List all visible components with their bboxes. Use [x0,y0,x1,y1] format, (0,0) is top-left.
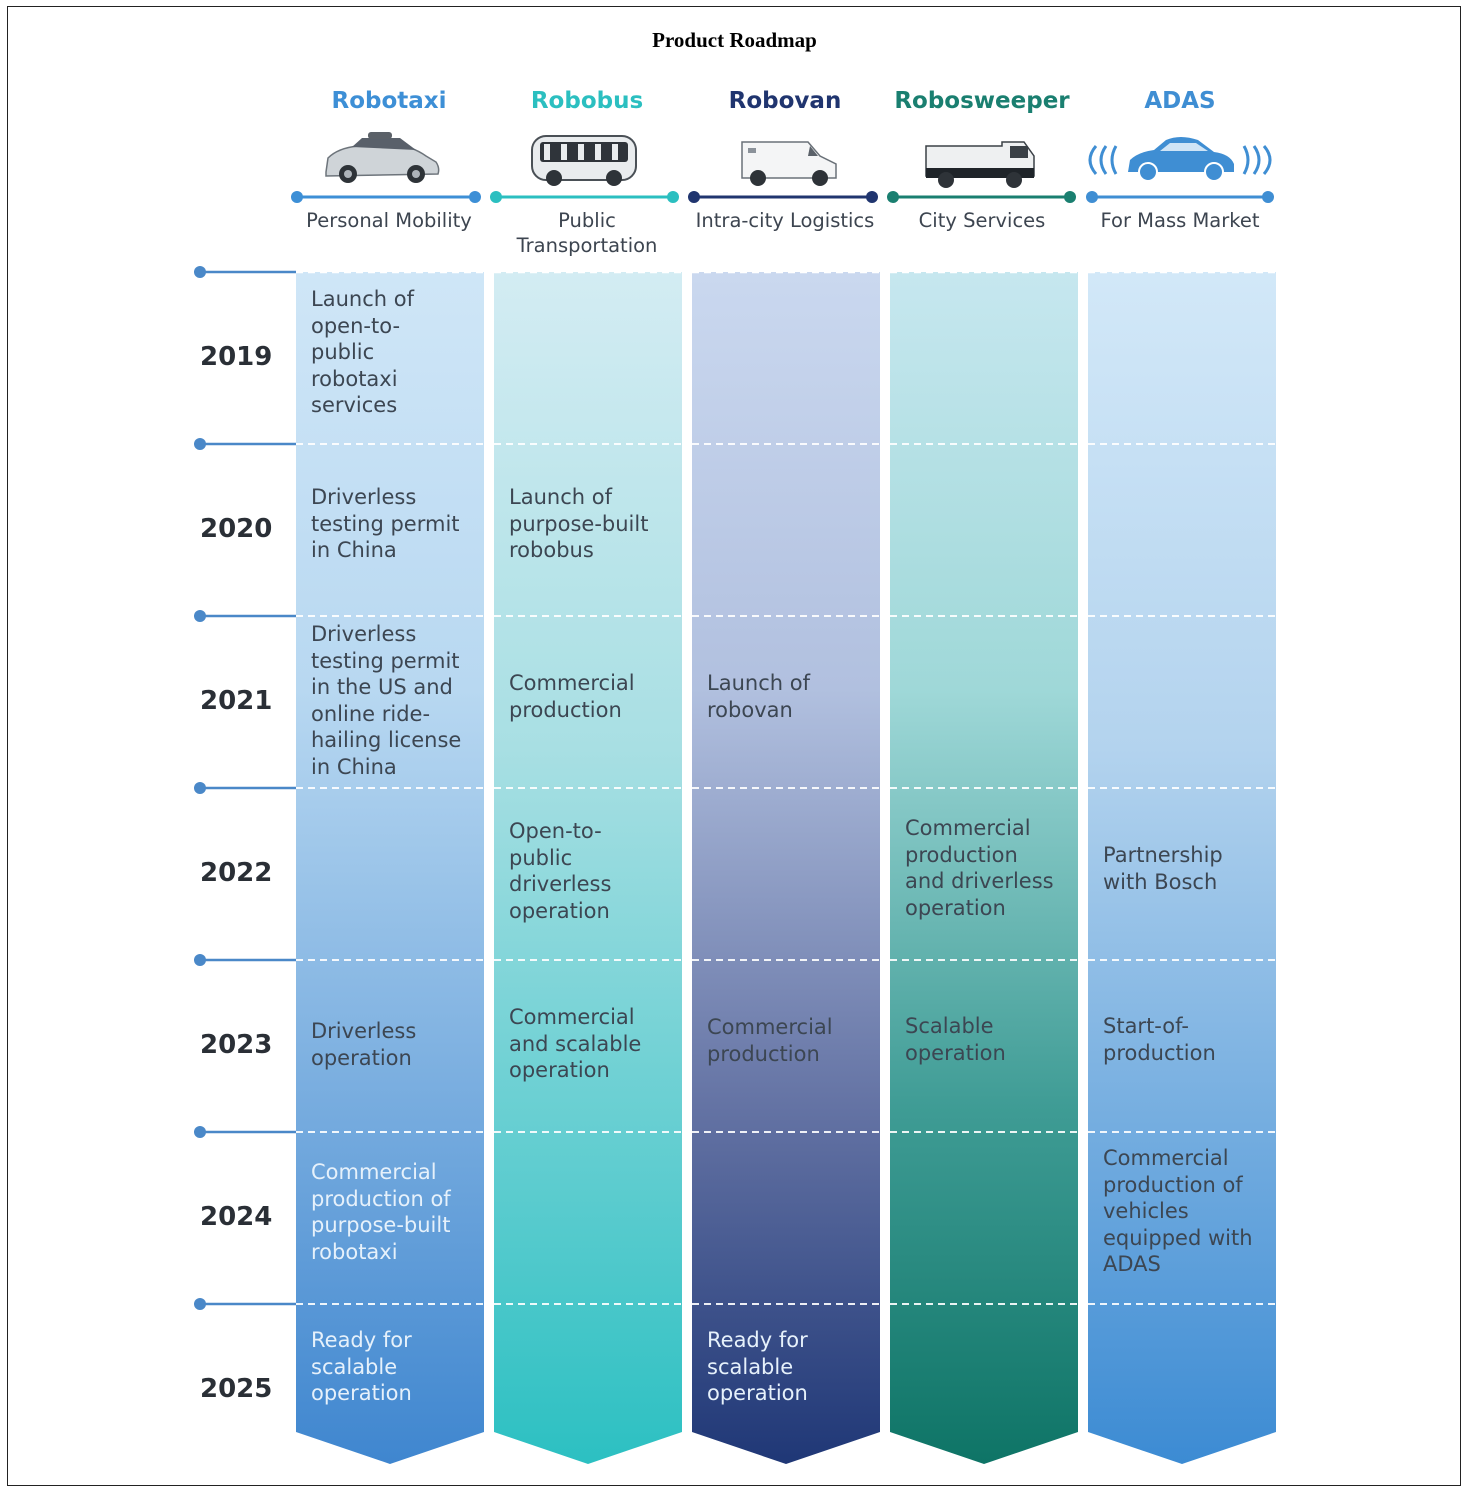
milestone-robosweeper-2023: Scalable operation [905,1014,1006,1065]
column-robobus [494,272,682,1464]
header-line-dot [469,191,481,203]
category-name-robovan: Robovan [728,88,842,114]
timeline-dot [194,1298,206,1310]
milestone-robobus-2020: Launch of purpose-built robobus [509,485,649,562]
header-line-dot [1262,191,1274,203]
year-label-2019: 2019 [200,342,273,372]
timeline-dot [194,1126,206,1138]
column-adas [1088,272,1276,1464]
year-label-2023: 2023 [200,1030,273,1060]
category-name-robobus: Robobus [530,88,644,114]
robotaxi-car-icon [325,132,440,183]
milestone-robobus-2021: Commercial production [509,671,635,722]
milestone-adas-2022: Partnership with Bosch [1103,843,1223,894]
category-name-robosweeper: Robosweeper [894,88,1070,114]
year-label-2024: 2024 [200,1202,273,1232]
timeline-dot [194,954,206,966]
milestone-robotaxi-2019: Launch of open-to- public robotaxi servi… [311,287,414,417]
timeline-dot [194,782,206,794]
header-line-dot [490,191,502,203]
category-name-adas: ADAS [1144,88,1216,114]
milestone-robotaxi-2024: Commercial production of purpose-built r… [311,1160,451,1264]
timeline-dot [194,610,206,622]
milestone-robotaxi-2025: Ready for scalable operation [311,1328,412,1405]
adas-car-signal-icon [1088,137,1272,182]
timeline-dot [194,266,206,278]
milestone-robotaxi-2021: Driverless testing permit in the US and … [311,622,462,779]
milestone-robovan-2023: Commercial production [707,1015,833,1066]
header-line-dot [688,191,700,203]
milestone-robovan-2021: Launch of robovan [707,671,810,722]
header-line-dot [1086,191,1098,203]
category-description-robosweeper: City Services [918,209,1046,232]
year-label-2025: 2025 [200,1374,273,1404]
header-line-dot [887,191,899,203]
milestone-robovan-2025: Ready for scalable operation [707,1328,808,1405]
year-label-2020: 2020 [200,514,273,544]
year-label-2022: 2022 [200,858,273,888]
milestone-robobus-2023: Commercial and scalable operation [509,1005,642,1082]
year-label-2021: 2021 [200,686,273,716]
column-robovan [692,272,880,1464]
milestone-adas-2023: Start-of- production [1103,1014,1216,1065]
milestone-robotaxi-2023: Driverless operation [311,1019,417,1070]
robovan-icon [741,141,837,186]
header-line-dot [667,191,679,203]
robosweeper-icon [925,141,1035,188]
column-robosweeper [890,272,1078,1464]
header-line-dot [866,191,878,203]
page-title: Product Roadmap [652,28,817,52]
milestone-robotaxi-2020: Driverless testing permit in China [311,485,460,562]
category-name-robotaxi: Robotaxi [331,88,447,114]
column-robotaxi [296,272,484,1464]
header-line-dot [1064,191,1076,203]
category-description-robovan: Intra-city Logistics [695,209,875,232]
milestone-robobus-2022: Open-to- public driverless operation [509,819,612,923]
timeline-dot [194,438,206,450]
category-description-adas: For Mass Market [1100,209,1260,232]
robobus-icon [531,135,637,186]
milestone-adas-2024: Commercial production of vehicles equipp… [1103,1146,1253,1276]
milestone-robosweeper-2022: Commercial production and driverless ope… [905,816,1054,920]
header-line-dot [291,191,303,203]
category-description-robobus: Public Transportation [516,209,658,257]
category-description-robotaxi: Personal Mobility [306,209,472,232]
